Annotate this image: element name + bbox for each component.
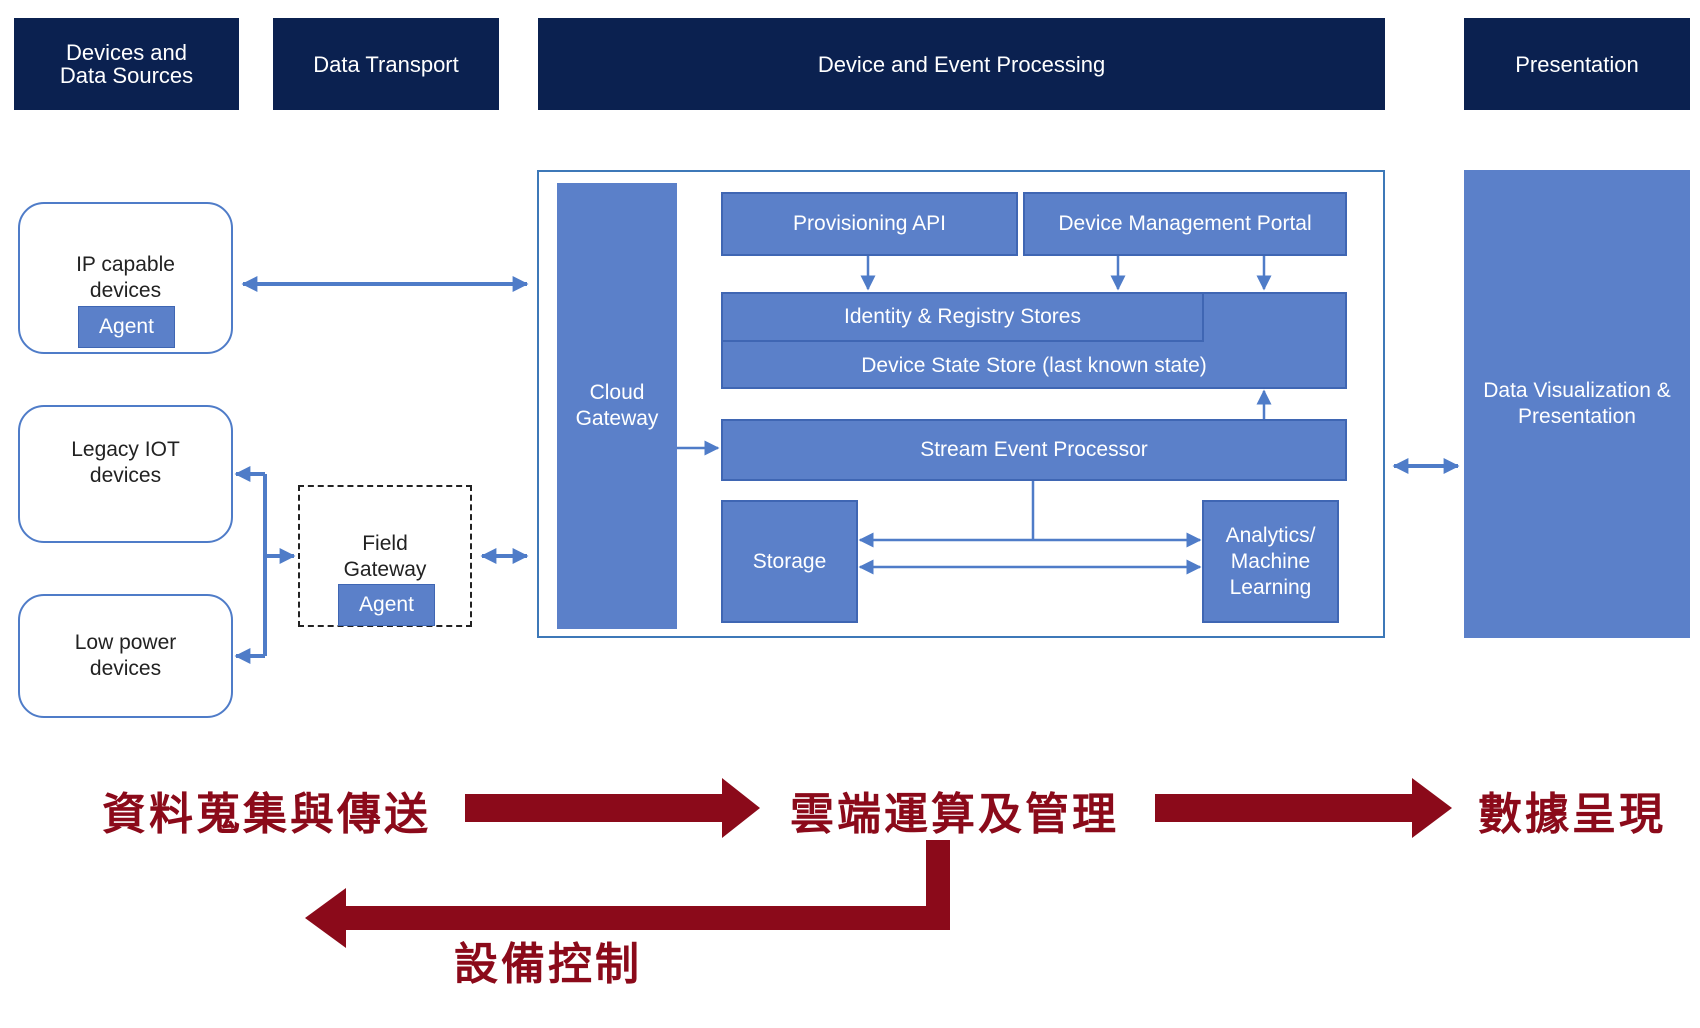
flow-arrow-device-control — [305, 840, 950, 948]
legacy-iot-devices-label: Legacy IOT devices — [71, 438, 180, 487]
flow-label-cloud: 雲端運算及管理 — [790, 789, 1119, 840]
cloud-gateway: Cloud Gateway — [557, 183, 677, 629]
data-visualization-presentation: Data Visualization & Presentation — [1464, 170, 1690, 638]
header-device-event-processing: Device and Event Processing — [538, 18, 1385, 110]
legacy-iot-devices-box: Legacy IOT devices — [18, 405, 233, 543]
low-power-devices-label: Low power devices — [74, 631, 177, 680]
identity-registry-stores: Identity & Registry Stores — [721, 292, 1204, 342]
field-gateway-agent: Agent — [338, 584, 435, 626]
field-gateway-label: Field Gateway — [343, 532, 427, 581]
header-presentation: Presentation — [1464, 18, 1690, 110]
flow-arrow-collect-to-cloud — [465, 778, 760, 838]
header-devices-data-sources: Devices and Data Sources — [14, 18, 239, 110]
flow-label-control: 設備控制 — [454, 939, 642, 990]
processing-container — [537, 170, 1385, 638]
field-gateway-box: Field Gateway Agent — [298, 485, 472, 627]
ip-device-agent: Agent — [78, 306, 175, 348]
ip-capable-devices-box: IP capable devices Agent — [18, 202, 233, 354]
low-power-devices-box: Low power devices — [18, 594, 233, 718]
flow-label-collect: 資料蒐集與傳送 — [102, 789, 431, 840]
stream-event-processor: Stream Event Processor — [721, 419, 1347, 481]
analytics-machine-learning: Analytics/ Machine Learning — [1202, 500, 1339, 623]
device-state-store: Device State Store (last known state) — [723, 344, 1345, 387]
provisioning-api: Provisioning API — [721, 192, 1018, 256]
device-management-portal: Device Management Portal — [1023, 192, 1347, 256]
header-data-transport: Data Transport — [273, 18, 499, 110]
flow-label-present: 數據呈現 — [1478, 789, 1666, 840]
storage: Storage — [721, 500, 858, 623]
flow-arrow-cloud-to-present — [1155, 778, 1452, 838]
ip-capable-devices-label: IP capable devices — [76, 253, 175, 302]
